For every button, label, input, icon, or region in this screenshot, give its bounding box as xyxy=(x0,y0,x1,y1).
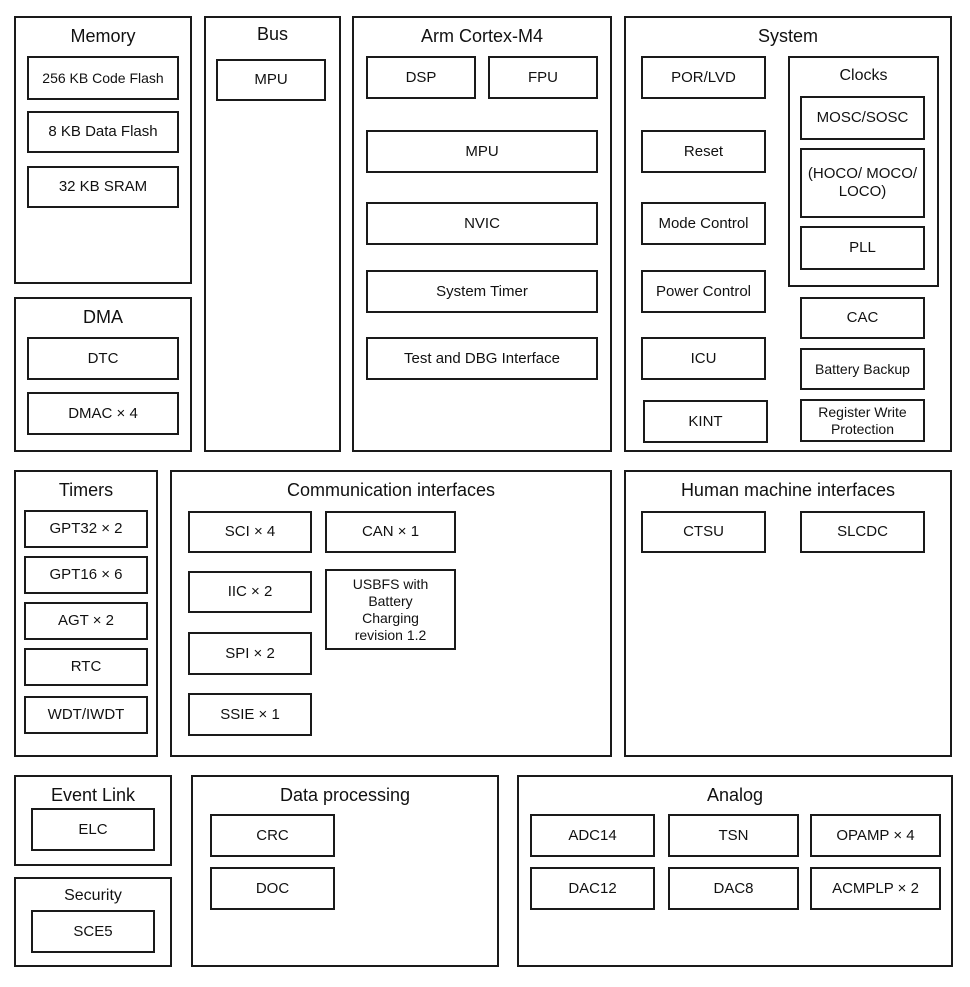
security-title: Security xyxy=(64,887,122,904)
system-power-control-block: Power Control xyxy=(641,270,766,313)
dma-title: DMA xyxy=(83,307,123,327)
hmi-slcdc-block: SLCDC xyxy=(800,511,925,553)
comm-title: Communication interfaces xyxy=(286,480,496,500)
system-icu-block: ICU xyxy=(641,337,766,380)
dataproc-crc-block: CRC xyxy=(210,814,335,857)
hmi-title: Human machine interfaces xyxy=(680,480,896,500)
clocks-mosc-sosc-block: MOSC/SOSC xyxy=(800,96,925,140)
comm-usbfs-block: USBFS with Battery Charging revision 1.2 xyxy=(325,569,456,650)
dma-dtc-block: DTC xyxy=(27,337,179,380)
bus-mpu-block: MPU xyxy=(216,59,326,101)
memory-code-flash-block: 256 KB Code Flash xyxy=(27,56,179,100)
timers-agt-block: AGT × 2 xyxy=(24,602,148,640)
system-kint-block: KINT xyxy=(643,400,768,443)
comm-can-block: CAN × 1 xyxy=(325,511,456,553)
comm-sci-block: SCI × 4 xyxy=(188,511,312,553)
dma-dmac-block: DMAC × 4 xyxy=(27,392,179,435)
comm-ssie-block: SSIE × 1 xyxy=(188,693,312,736)
memory-data-flash-block: 8 KB Data Flash xyxy=(27,111,179,153)
dataproc-title: Data processing xyxy=(279,785,411,805)
cortex-mpu-block: MPU xyxy=(366,130,598,173)
cortex-fpu-block: FPU xyxy=(488,56,598,99)
clocks-title: Clocks xyxy=(839,67,888,84)
cortex-system-timer-block: System Timer xyxy=(366,270,598,313)
analog-dac12-block: DAC12 xyxy=(530,867,655,910)
analog-acmplp-block: ACMPLP × 2 xyxy=(810,867,941,910)
system-reset-block: Reset xyxy=(641,130,766,173)
timers-title: Timers xyxy=(58,480,114,500)
timers-rtc-block: RTC xyxy=(24,648,148,686)
system-mode-control-block: Mode Control xyxy=(641,202,766,245)
analog-title: Analog xyxy=(706,785,764,805)
system-cac-block: CAC xyxy=(800,297,925,339)
timers-gpt32-block: GPT32 × 2 xyxy=(24,510,148,548)
security-sce5-block: SCE5 xyxy=(31,910,155,953)
timers-wdt-iwdt-block: WDT/IWDT xyxy=(24,696,148,734)
timers-gpt16-block: GPT16 × 6 xyxy=(24,556,148,594)
analog-tsn-block: TSN xyxy=(668,814,799,857)
analog-adc14-block: ADC14 xyxy=(530,814,655,857)
cortex-test-dbg-block: Test and DBG Interface xyxy=(366,337,598,380)
cortex-nvic-block: NVIC xyxy=(366,202,598,245)
analog-opamp-block: OPAMP × 4 xyxy=(810,814,941,857)
comm-iic-block: IIC × 2 xyxy=(188,571,312,613)
cortex-title: Arm Cortex-M4 xyxy=(420,26,543,46)
system-por-lvd-block: POR/LVD xyxy=(641,56,766,99)
dataproc-doc-block: DOC xyxy=(210,867,335,910)
event-link-title: Event Link xyxy=(50,785,136,805)
clocks-hoco-moco-loco-block: (HOCO/ MOCO/ LOCO) xyxy=(800,148,925,218)
event-link-elc-block: ELC xyxy=(31,808,155,851)
hmi-ctsu-block: CTSU xyxy=(641,511,766,553)
comm-spi-block: SPI × 2 xyxy=(188,632,312,675)
memory-sram-block: 32 KB SRAM xyxy=(27,166,179,208)
system-title: System xyxy=(757,26,818,46)
bus-title: Bus xyxy=(256,24,289,44)
clocks-pll-block: PLL xyxy=(800,226,925,270)
analog-dac8-block: DAC8 xyxy=(668,867,799,910)
cortex-dsp-block: DSP xyxy=(366,56,476,99)
system-battery-backup-block: Battery Backup xyxy=(800,348,925,390)
system-register-write-protection-block: Register Write Protection xyxy=(800,399,925,442)
memory-title: Memory xyxy=(70,26,136,46)
